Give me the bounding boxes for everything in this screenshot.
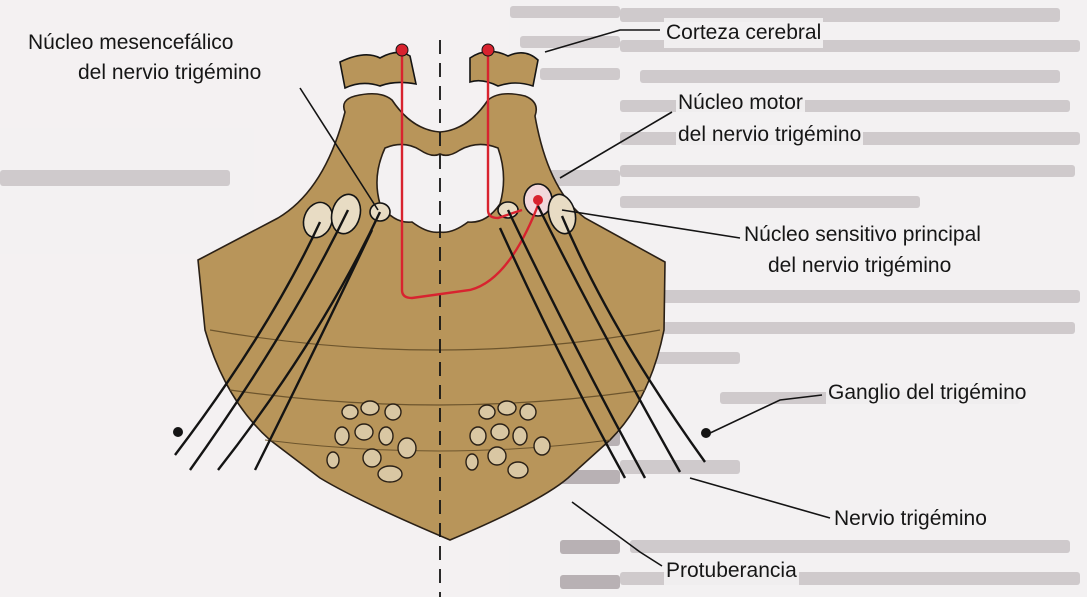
label-trigeminal-nerve: Nervio trigémino [832,504,989,534]
label-principal-sensory-nucleus-line2: del nervio trigémino [766,251,953,281]
label-pons: Protuberancia [664,556,799,586]
label-trigeminal-ganglion: Ganglio del trigémino [826,378,1028,408]
label-motor-nucleus-line2: del nervio trigémino [676,120,863,150]
label-mesencephalic-nucleus-line2: del nervio trigémino [76,58,263,88]
label-principal-sensory-nucleus-line1: Núcleo sensitivo principal [742,220,983,250]
motor-nucleus-neuron-right [533,195,543,205]
label-motor-nucleus-line1: Núcleo motor [676,88,805,118]
cortex-neuron-left [396,44,408,56]
label-cerebral-cortex: Corteza cerebral [664,18,823,48]
label-mesencephalic-nucleus-line1: Núcleo mesencefálico [26,28,235,58]
cortex-neuron-right [482,44,494,56]
left-trigeminal-ganglion [173,427,183,437]
